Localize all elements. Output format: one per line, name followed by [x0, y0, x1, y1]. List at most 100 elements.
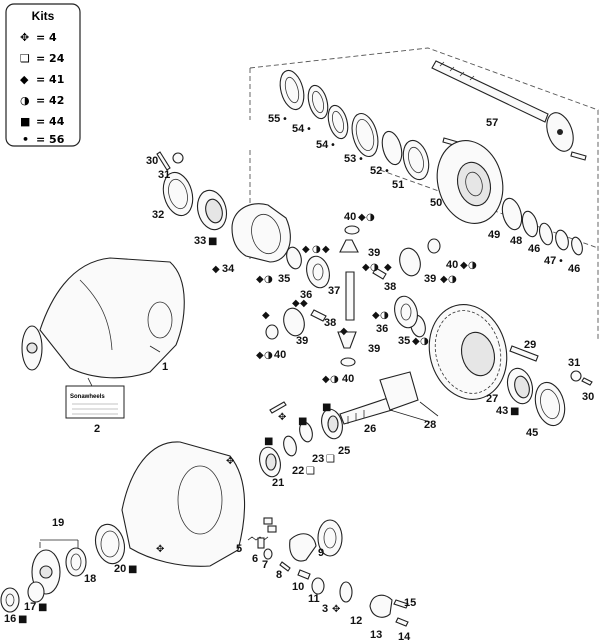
label-38-lower: 38	[324, 317, 336, 329]
label-23: 23	[312, 453, 324, 465]
pinion-gear-right	[399, 247, 421, 277]
pin-6	[257, 537, 265, 549]
pin-cluster	[263, 517, 277, 533]
label-31-left: 31	[158, 169, 170, 181]
label-57: 57	[486, 117, 498, 129]
label-33-kit-symbol: ■	[208, 236, 217, 247]
label-23-kit-symbol: ❑	[326, 454, 335, 465]
label-17-kit-symbol: ■	[38, 602, 47, 613]
label-55: 55	[268, 113, 280, 125]
label-54-upper-kit-symbol: •	[306, 124, 312, 135]
kit-symbol-24: ❑	[20, 52, 30, 65]
label-35-left: 35	[278, 273, 290, 285]
label-49: 49	[488, 229, 500, 241]
label-12: 12	[350, 615, 362, 627]
label-47: 47	[544, 255, 556, 267]
pin-right-kit-symbol-b: ◑	[380, 310, 389, 321]
label-7: 7	[262, 559, 268, 571]
label-5: 5	[236, 543, 242, 555]
label-46-right: 46	[568, 263, 580, 275]
kit-value-44: = 44	[36, 115, 65, 128]
label-30-left: 30	[146, 155, 158, 167]
side-gear-right	[394, 295, 418, 329]
label-46-left: 46	[528, 243, 540, 255]
label-39-left: 39	[296, 335, 308, 347]
housing-bolt-small	[269, 401, 287, 414]
label-54-lower-kit-symbol: •	[330, 140, 336, 151]
kit-value-4: = 4	[36, 31, 57, 44]
label-39-bottom: 39	[368, 343, 380, 355]
label-40-left: 40	[274, 349, 286, 361]
kit-symbol-41: ◆	[20, 73, 29, 86]
label-11: 11	[308, 593, 320, 605]
label-26: 26	[364, 423, 376, 435]
label-40-top-kit-symbol: ◆	[358, 212, 366, 223]
label-40-bottom-kit-symbol-b: ◑	[330, 374, 339, 385]
pinion-gear-left	[283, 307, 305, 337]
pinion-gear-bottom	[337, 331, 357, 349]
kits-legend: Kits ✥ = 4 ❑ = 24 ◆ = 41 ◑ = 42 ■ = 44 •…	[5, 3, 81, 147]
washer-35-kit-symbol-c: ◆	[322, 244, 330, 255]
pin-lower-kit-symbol-b: ◆	[300, 298, 308, 309]
side-gear-left	[306, 255, 330, 289]
locking-sleeve	[317, 519, 343, 557]
label-55-kit-symbol: •	[282, 114, 288, 125]
label-35-right: 35	[398, 335, 410, 347]
plate-brand: Sonawheels	[70, 394, 105, 400]
label-35-right-kit-symbol-b: ◑	[420, 336, 429, 347]
washer-40-top	[344, 225, 360, 235]
kits-title: Kits	[32, 9, 55, 23]
cross-shaft	[345, 271, 355, 321]
spacer-22	[283, 435, 297, 457]
input-bearing-cup	[94, 523, 126, 565]
label-3-kit-symbol: ✥	[332, 604, 340, 615]
label-25: 25	[338, 445, 350, 457]
pinion-gear-top	[339, 239, 359, 253]
label-36-right: 36	[376, 323, 388, 335]
o-ring-7	[263, 548, 273, 560]
label-37: 37	[328, 285, 340, 297]
label-43-kit-symbol: ■	[510, 406, 519, 417]
label-35-right-kit-symbol: ◆	[412, 336, 420, 347]
label-9: 9	[318, 547, 324, 559]
differential-case-half	[231, 203, 291, 263]
label-40-left-kit-symbol-b: ◑	[264, 350, 273, 361]
kit-symbol-4: ✥	[20, 31, 29, 44]
pin-kit-symbol-c: ◆	[384, 262, 392, 273]
spacer-23	[299, 421, 313, 443]
outer-bearing-rings	[501, 197, 583, 256]
label-48: 48	[510, 235, 522, 247]
spider-pin-lower	[310, 309, 327, 322]
pin-right-kit-symbol-a: ◆	[372, 310, 380, 321]
label-35-left-kit-symbol: ◆	[256, 274, 264, 285]
kit-symbol-56: •	[22, 133, 29, 146]
label-28: 28	[424, 419, 436, 431]
label-50: 50	[430, 197, 442, 209]
differential-housing-body	[121, 441, 246, 567]
label-39-right-kit-symbol-b: ◑	[448, 274, 457, 285]
washer-35-kit-symbol-b: ◑	[312, 244, 321, 255]
label-53-kit-symbol: •	[358, 154, 364, 165]
kit-value-56: = 56	[36, 133, 65, 146]
label-45: 45	[526, 427, 538, 439]
axle-shaft	[431, 60, 574, 152]
pinion-shaft	[339, 371, 419, 425]
label-40-top-kit-symbol-b: ◑	[366, 212, 375, 223]
label-31-right: 31	[568, 357, 580, 369]
crown-wheel	[428, 304, 508, 400]
housing-kit-symbol: ✥	[156, 544, 164, 555]
plunger-10	[297, 569, 311, 580]
adjuster-bolt-right	[570, 370, 593, 386]
washer-40-right	[427, 238, 441, 254]
label-36-left: 36	[300, 289, 312, 301]
label-34-kit-symbol: ◆	[212, 264, 220, 275]
label-13: 13	[370, 629, 382, 641]
label-10: 10	[292, 581, 304, 593]
bolt-15	[393, 599, 409, 609]
label-40-bottom: 40	[342, 373, 354, 385]
label-22: 22	[292, 465, 304, 477]
label-34: 34	[222, 263, 235, 275]
identification-plate: Sonawheels	[65, 385, 125, 419]
housing-top-kit-symbol: ✥	[226, 456, 234, 467]
label-3: 3	[322, 603, 328, 615]
